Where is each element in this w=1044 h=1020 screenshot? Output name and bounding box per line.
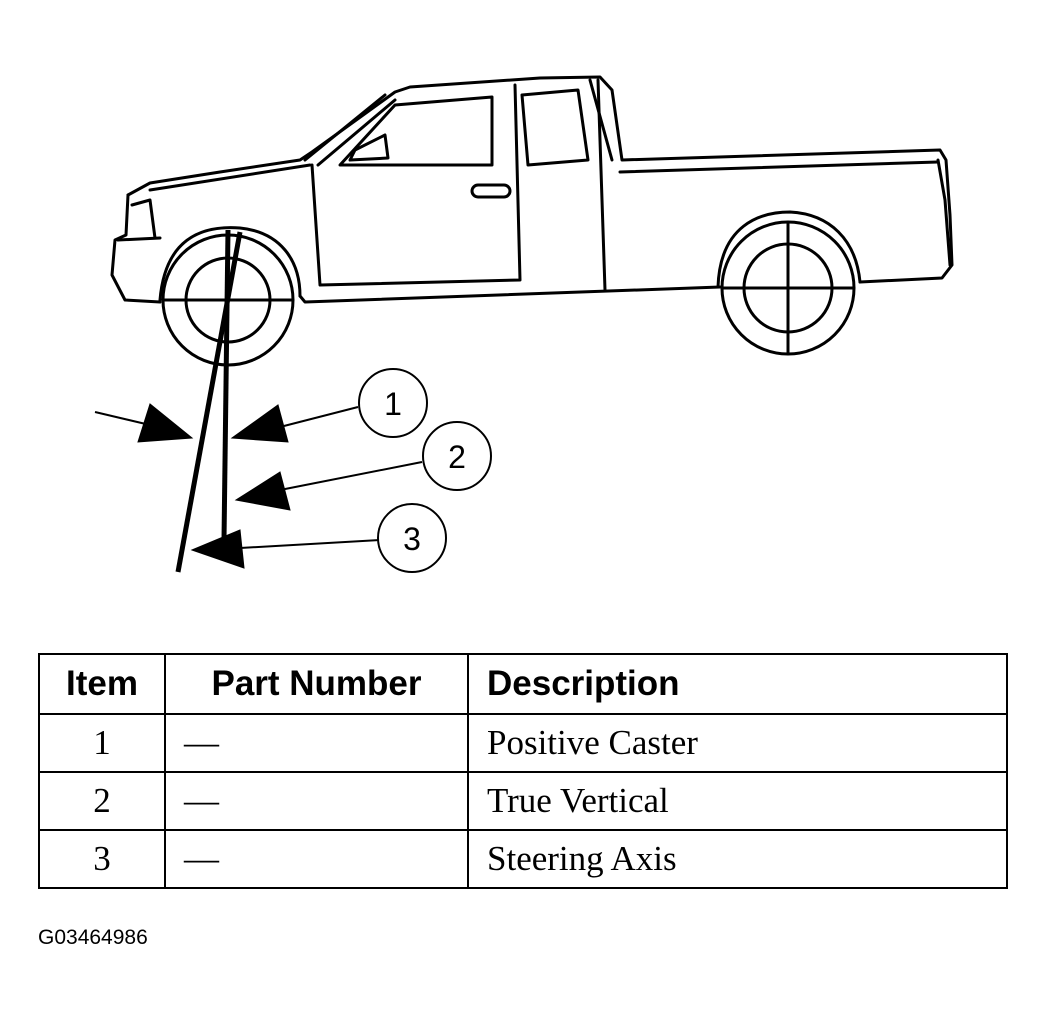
true-vertical-line: [221, 229, 231, 541]
header-description: Description: [467, 653, 1008, 715]
row-part-number: —: [164, 771, 469, 831]
caster-diagram: 1 2 3: [94, 75, 954, 573]
callout-1: 1: [358, 368, 428, 438]
header-part-number: Part Number: [164, 653, 469, 715]
arrowheads: [137, 403, 291, 569]
table-header-row: Item Part Number Description: [38, 653, 1008, 715]
header-item: Item: [38, 653, 166, 715]
svg-text:3: 3: [403, 521, 421, 557]
arrow-left-angle: [137, 403, 194, 443]
parts-table: Item Part Number Description 1 — Positiv…: [38, 653, 1008, 889]
svg-text:1: 1: [384, 386, 402, 422]
row-item: 3: [38, 829, 166, 889]
figure-id: G03464986: [38, 926, 148, 949]
row-item: 1: [38, 713, 166, 773]
arrow-right-angle: [230, 404, 289, 443]
table-row: 1 — Positive Caster: [38, 713, 1008, 773]
row-part-number: —: [164, 829, 469, 889]
row-description: Steering Axis: [467, 829, 1008, 889]
svg-text:2: 2: [448, 439, 466, 475]
row-part-number: —: [164, 713, 469, 773]
steering-axis-line: [175, 231, 243, 573]
callout-3: 3: [377, 503, 447, 573]
row-description: True Vertical: [467, 771, 1008, 831]
pickup-truck-drawing: [110, 75, 954, 367]
table-row: 2 — True Vertical: [38, 771, 1008, 831]
leader-lines: [94, 406, 423, 549]
table-row: 3 — Steering Axis: [38, 829, 1008, 889]
row-description: Positive Caster: [467, 713, 1008, 773]
arrow-steering-axis: [190, 529, 245, 569]
arrow-true-vertical: [234, 471, 291, 511]
callout-2: 2: [422, 421, 492, 491]
row-item: 2: [38, 771, 166, 831]
